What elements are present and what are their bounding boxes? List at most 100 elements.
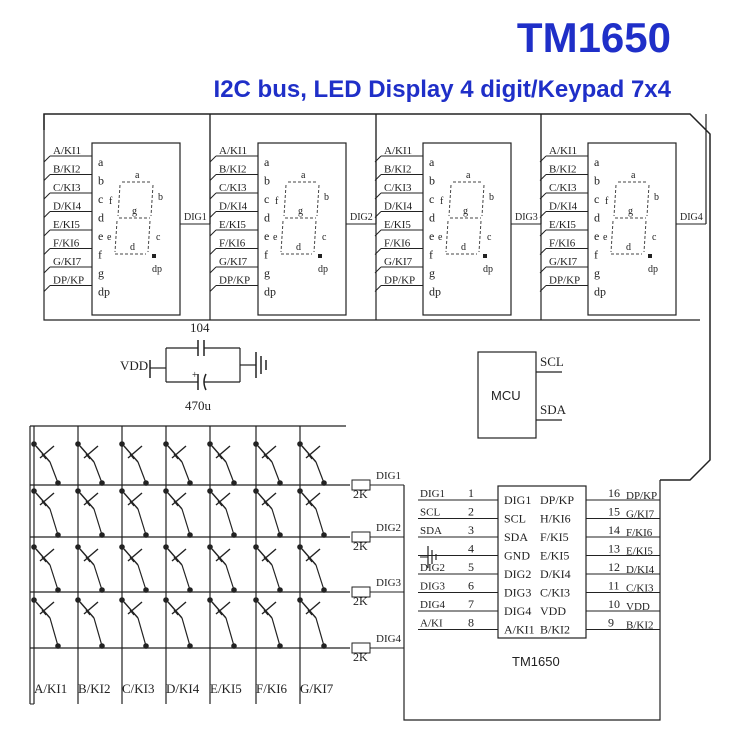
keypad-switch	[253, 488, 283, 538]
keypad-switch	[253, 441, 283, 486]
row-dig-label: DIG2	[376, 522, 401, 534]
keypad-switch	[163, 544, 193, 593]
keypad-switch	[119, 597, 149, 649]
pin-number: 2	[468, 505, 474, 519]
pin-number: 1	[468, 486, 474, 500]
seg-label-c: c	[652, 232, 657, 243]
segment-pin-label: G/KI7	[384, 256, 413, 268]
segment-letter-label: g	[594, 266, 600, 280]
seg-label-e: e	[273, 232, 278, 243]
cap-470u-label: 470u	[185, 398, 212, 413]
digit-output-label: DIG1	[184, 212, 207, 223]
pin-net-label: SDA	[420, 525, 442, 537]
pin-number: 10	[608, 597, 620, 611]
keypad-column-label: E/KI5	[210, 681, 242, 696]
row-resistor-4: 2K DIG4	[351, 633, 404, 664]
segment-pin-label: A/KI1	[384, 145, 412, 157]
seg-label-b: b	[158, 192, 163, 203]
segment-letter-label: e	[264, 229, 269, 243]
keypad-column-label: A/KI1	[34, 681, 67, 696]
seg-label-d: d	[130, 242, 135, 253]
segment-letter-label: g	[98, 266, 104, 280]
seg-label-b: b	[654, 192, 659, 203]
pin-net-label: F/KI6	[626, 527, 653, 539]
row-dig-label: DIG4	[376, 633, 402, 645]
seg-label-g: g	[463, 206, 468, 217]
segment-pin-label: DP/KP	[219, 275, 250, 287]
segment-pin-label: A/KI1	[219, 145, 247, 157]
seg-label-c: c	[156, 232, 161, 243]
seg-label-e: e	[603, 232, 608, 243]
segment-letter-label: c	[264, 192, 269, 206]
keypad-switch	[163, 441, 193, 486]
keypad-switch	[207, 544, 237, 593]
pin-net-label: G/KI7	[626, 509, 655, 521]
segment-pin-label: G/KI7	[219, 256, 248, 268]
seg-label-dp: dp	[648, 264, 658, 275]
keypad-switch	[31, 544, 61, 593]
display-group: A/KI1aB/KI2bC/KI3cD/KI4dE/KI5eF/KI6fG/KI…	[43, 114, 707, 320]
segment-pin-label: E/KI5	[549, 219, 576, 231]
seg-label-d: d	[296, 242, 301, 253]
pin-name: B/KI2	[540, 623, 570, 637]
seg-label-f: f	[605, 196, 609, 207]
segment-pin-label: F/KI6	[549, 238, 576, 250]
pin-name: C/KI3	[540, 586, 570, 600]
segment-letter-label: f	[98, 248, 102, 262]
keypad-switch	[75, 441, 105, 486]
segment-letter-label: dp	[594, 285, 606, 299]
keypad-column-label: D/KI4	[166, 681, 200, 696]
segment-letter-label: c	[594, 192, 599, 206]
pin-name: DIG3	[504, 586, 531, 600]
segment-pin-label: D/KI4	[549, 201, 578, 213]
keypad-switch	[297, 544, 327, 593]
segment-pin-label: DP/KP	[549, 275, 580, 287]
segment-letter-label: b	[264, 174, 270, 188]
segment-pin-label: E/KI5	[384, 219, 411, 231]
segment-pin-label: F/KI6	[219, 238, 246, 250]
pin-net-label: SCL	[420, 507, 440, 519]
seg-label-c: c	[487, 232, 492, 243]
keypad-switch	[207, 488, 237, 538]
pin-number: 6	[468, 579, 474, 593]
seg-label-g: g	[628, 206, 633, 217]
pin-net-label: C/KI3	[626, 583, 654, 595]
seg-label-dp: dp	[152, 264, 162, 275]
pin-number: 11	[608, 579, 620, 593]
pin-number: 9	[608, 616, 614, 630]
pin-name: DP/KP	[540, 493, 574, 507]
segment-pin-label: D/KI4	[384, 201, 413, 213]
seg-label-b: b	[324, 192, 329, 203]
segment-pin-label: G/KI7	[53, 256, 82, 268]
keypad-switch	[75, 597, 105, 649]
segment-pin-label: B/KI2	[549, 164, 577, 176]
resistor-label: 2K	[353, 650, 368, 664]
pin-net-label: E/KI5	[626, 546, 653, 558]
pin-name: DIG1	[504, 493, 531, 507]
mcu-scl-label: SCL	[540, 354, 564, 369]
segment-letter-label: e	[429, 229, 434, 243]
segment-letter-label: dp	[264, 285, 276, 299]
segment-letter-label: b	[429, 174, 435, 188]
pin-name: DIG2	[504, 567, 531, 581]
segment-pin-label: G/KI7	[549, 256, 578, 268]
keypad-column-label: C/KI3	[122, 681, 155, 696]
svg-text:+: +	[192, 370, 198, 381]
pin-number: 14	[608, 523, 620, 537]
segment-letter-label: d	[264, 211, 270, 225]
segment-pin-label: A/KI1	[53, 145, 81, 157]
digit-output-label: DIG3	[515, 212, 538, 223]
segment-pin-label: F/KI6	[53, 238, 80, 250]
segment-letter-label: g	[264, 266, 270, 280]
keypad-switch	[297, 488, 327, 538]
segment-letter-label: b	[98, 174, 104, 188]
keypad-switch	[253, 597, 283, 649]
pin-name: GND	[504, 549, 530, 563]
